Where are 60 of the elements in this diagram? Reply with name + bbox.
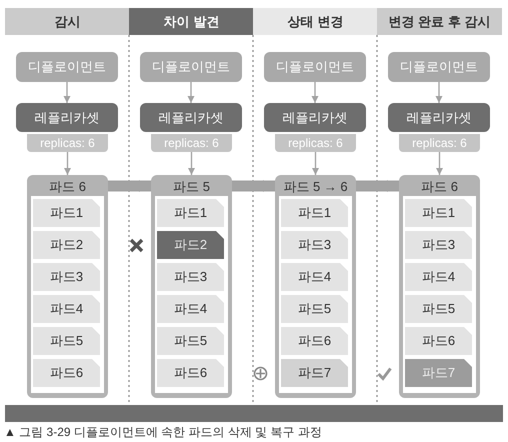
replicas-tag: replicas: 6 <box>399 134 480 152</box>
pod-box: 파드4 <box>405 263 472 291</box>
replicas-tag: replicas: 6 <box>151 134 232 152</box>
pod-box: 파드6 <box>157 359 224 387</box>
arrow <box>108 180 151 192</box>
pod-box: 파드4 <box>33 295 100 323</box>
pod-box: 파드7 <box>405 359 472 387</box>
arrow <box>436 82 442 103</box>
pod-box: 파드2 <box>157 231 224 259</box>
arrow <box>64 82 70 103</box>
pod-group <box>275 175 356 398</box>
pod-box: 파드3 <box>157 263 224 291</box>
arrow <box>312 152 319 175</box>
replicaset-box: 레플리카셋 <box>264 103 366 132</box>
arrow <box>436 152 443 175</box>
group-title: 파드 5 → 6 <box>282 178 349 196</box>
pod-group <box>27 175 108 398</box>
group-title: 파드 5 <box>172 178 211 196</box>
column-header: 차이 발견 <box>129 8 254 35</box>
pod-box: 파드2 <box>33 231 100 259</box>
deployment-box: 디플로이먼트 <box>140 52 242 82</box>
column-header: 상태 변경 <box>253 8 378 35</box>
arrow <box>188 82 194 103</box>
figure-caption: ▲ 그림 3-29 디플로이먼트에 속한 파드의 삭제 및 복구 과정 <box>4 424 322 441</box>
pod-group <box>151 175 232 398</box>
arrow <box>232 180 275 192</box>
pod-box: 파드1 <box>157 199 224 227</box>
arrow <box>356 180 399 192</box>
pod-box: 파드5 <box>157 327 224 355</box>
arrow <box>188 152 195 175</box>
deployment-box: 디플로이먼트 <box>264 52 366 82</box>
arrow <box>312 82 318 103</box>
pod-box: 파드5 <box>405 295 472 323</box>
deployment-box: 디플로이먼트 <box>388 52 490 82</box>
pod-box: 파드6 <box>405 327 472 355</box>
pod-box: 파드1 <box>281 199 348 227</box>
replicaset-box: 레플리카셋 <box>16 103 118 132</box>
pod-group <box>399 175 480 398</box>
deployment-box: 디플로이먼트 <box>16 52 118 82</box>
column-header: 감시 <box>5 8 130 35</box>
column-header: 변경 완료 후 감시 <box>377 8 502 35</box>
pod-box: 파드4 <box>281 263 348 291</box>
pod-box: 파드6 <box>281 327 348 355</box>
pod-box: 파드4 <box>157 295 224 323</box>
arrow <box>64 152 71 175</box>
pod-box: 파드5 <box>281 295 348 323</box>
pod-box: 파드3 <box>405 231 472 259</box>
replicaset-box: 레플리카셋 <box>140 103 242 132</box>
replicas-tag: replicas: 6 <box>27 134 108 152</box>
replicaset-box: 레플리카셋 <box>388 103 490 132</box>
pod-box: 파드3 <box>33 263 100 291</box>
group-title: 파드 6 <box>48 178 87 196</box>
group-title: 파드 6 <box>420 178 459 196</box>
pod-box: 파드1 <box>405 199 472 227</box>
pod-box: 파드1 <box>33 199 100 227</box>
pod-box: 파드3 <box>281 231 348 259</box>
pod-box: 파드5 <box>33 327 100 355</box>
pod-box: 파드6 <box>33 359 100 387</box>
pod-box: 파드7 <box>281 359 348 387</box>
replicas-tag: replicas: 6 <box>275 134 356 152</box>
